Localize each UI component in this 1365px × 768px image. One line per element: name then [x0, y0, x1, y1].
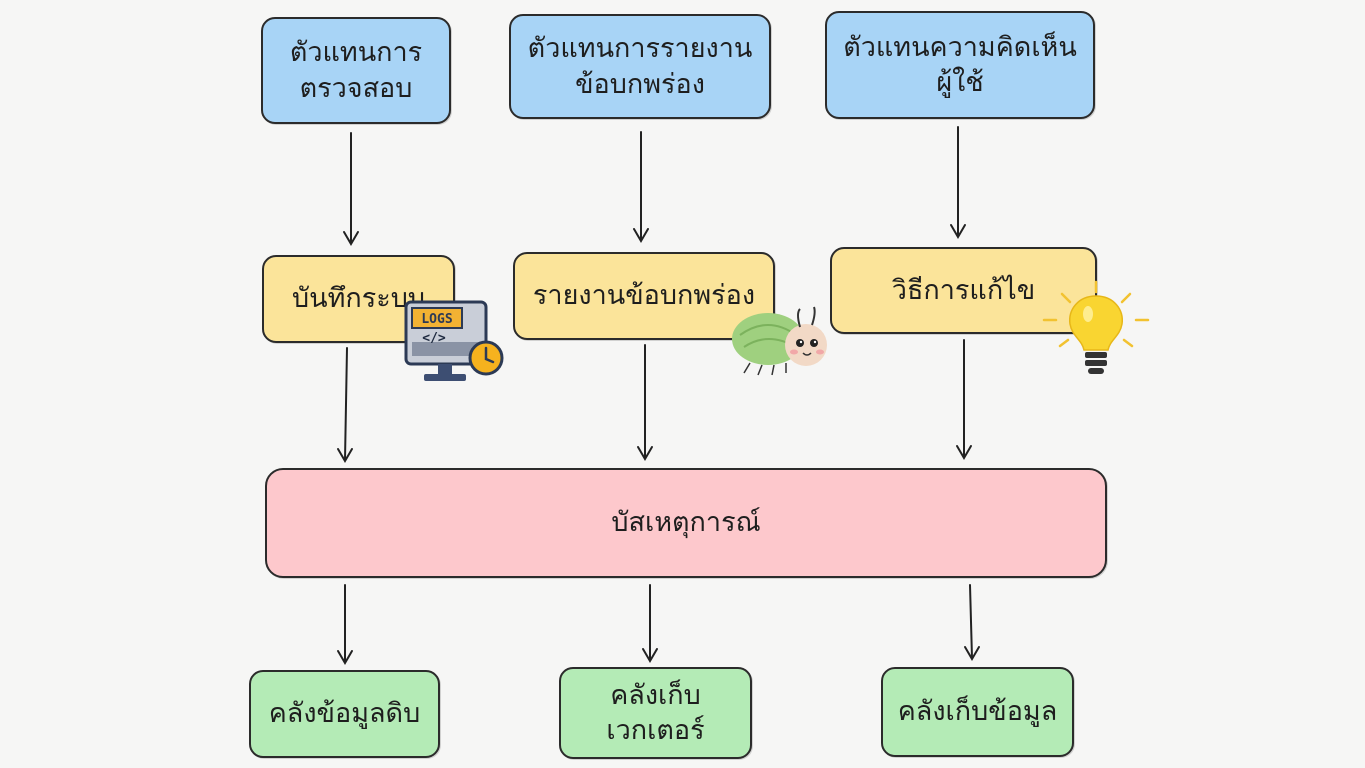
vector-store: คลังเก็บ เวกเตอร์	[559, 667, 752, 759]
logs-icon-code: </>	[422, 331, 446, 346]
logs-icon-text: LOGS	[421, 312, 452, 327]
system-logs-box: บันทึกระบบ	[262, 255, 455, 343]
data-store: คลังเก็บข้อมูล	[881, 667, 1074, 757]
bug-icon	[732, 306, 827, 376]
event-bus: บัสเหตุการณ์	[265, 468, 1107, 578]
agent-audit: ตัวแทนการ ตรวจสอบ	[261, 17, 451, 124]
bug-report-box: รายงานข้อบกพร่อง	[513, 252, 775, 340]
agent-bug-report: ตัวแทนการรายงาน ข้อบกพร่อง	[509, 14, 771, 119]
lightbulb-icon	[1042, 280, 1150, 374]
raw-data-store: คลังข้อมูลดิบ	[249, 670, 440, 758]
agent-user-feedback: ตัวแทนความคิดเห็น ผู้ใช้	[825, 11, 1095, 119]
arrow-logs-to-bus	[344, 347, 348, 461]
logs-monitor-icon: LOGS </>	[404, 300, 504, 381]
arrow-bus-to-data-store	[969, 584, 973, 659]
